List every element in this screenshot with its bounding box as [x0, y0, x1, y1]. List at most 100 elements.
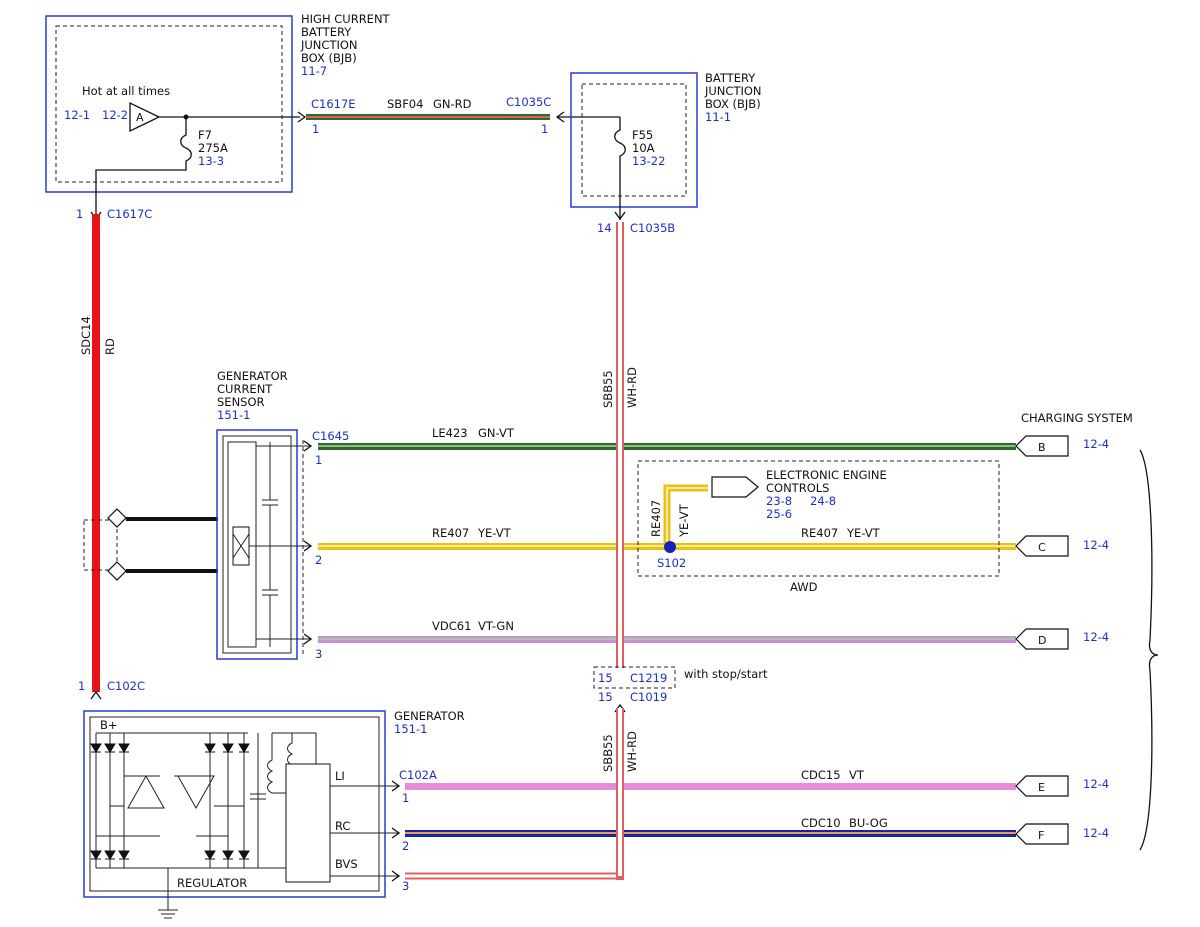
eec-ref-3[interactable]: 25-6 — [766, 507, 792, 521]
sbb55-circuit-lower: SBB55 — [601, 734, 615, 772]
s102-label[interactable]: S102 — [657, 556, 686, 570]
fuse-f7-icon — [95, 117, 192, 215]
fuse-f7-label: F7 — [198, 128, 212, 142]
c1035c-label[interactable]: C1035C — [506, 95, 551, 109]
c1617c-label[interactable]: C1617C — [107, 207, 152, 221]
gcs-label-3: SENSOR — [217, 395, 265, 409]
c1617e-pin: 1 — [312, 122, 319, 136]
connector-c[interactable]: C — [1015, 535, 1069, 557]
c102c-label[interactable]: C102C — [107, 679, 145, 693]
fuse-f7-ref[interactable]: 13-3 — [198, 154, 224, 168]
charging-system-label: CHARGING SYSTEM — [1021, 411, 1133, 425]
sbf04-color: GN-RD — [433, 97, 472, 111]
bjb-box[interactable] — [570, 72, 698, 208]
connector-f-letter: F — [1038, 829, 1044, 842]
c1617e-label[interactable]: C1617E — [311, 97, 356, 111]
gcs-box[interactable] — [216, 429, 310, 660]
hot-amplifier-icon — [129, 101, 161, 133]
generator-li: LI — [335, 769, 345, 783]
sbb55-color-lower: WH-RD — [625, 731, 639, 772]
hot-at-all-times-label: Hot at all times — [82, 84, 170, 98]
eec-connector-icon[interactable] — [711, 476, 759, 498]
wire-sbb55-bottom-cross-core — [618, 780, 622, 876]
sdc14-color: RD — [103, 338, 117, 355]
re407-circuit-right: RE407 — [801, 526, 838, 540]
c1035b-pin-icon — [614, 211, 626, 221]
c1645-label[interactable]: C1645 — [312, 429, 349, 443]
fuse-f55-ref[interactable]: 13-22 — [632, 154, 665, 168]
connector-b-ref[interactable]: 12-4 — [1083, 437, 1109, 451]
generator-bvs: BVS — [335, 857, 358, 871]
bjb-label-1: BATTERY — [705, 71, 756, 85]
wire-cdc15[interactable] — [405, 783, 1016, 790]
c1219-label[interactable]: C1219 — [630, 671, 667, 685]
bjb-label-2: JUNCTION — [704, 84, 762, 98]
c102a-pin2-icon — [391, 827, 401, 839]
c1617e-pin-icon — [297, 111, 307, 123]
amp-letter: A — [136, 111, 144, 124]
c1019-label[interactable]: C1019 — [630, 690, 667, 704]
connector-e[interactable]: E — [1015, 775, 1069, 797]
bjb-ref[interactable]: 11-1 — [705, 110, 731, 124]
bjb-high-pin-ref-1[interactable]: 12-1 — [64, 108, 90, 122]
generator-ref[interactable]: 151-1 — [394, 722, 427, 736]
eec-label-1: ELECTRONIC ENGINE — [766, 468, 887, 482]
sdc14-circuit: SDC14 — [79, 316, 93, 355]
generator-outputs — [330, 785, 398, 877]
bjb-high-label-3: JUNCTION — [300, 38, 358, 52]
re407-color-branch: YE-VT — [677, 503, 691, 538]
bjb-label-3: BOX (BJB) — [705, 97, 761, 111]
c102c-pin-icon — [90, 690, 102, 700]
fuse-f55-rating: 10A — [632, 141, 655, 155]
connector-c-letter: C — [1038, 541, 1046, 554]
generator-label: GENERATOR — [394, 709, 465, 723]
connector-d-ref[interactable]: 12-4 — [1083, 630, 1109, 644]
fuse-f55-icon — [614, 117, 626, 220]
eec-ref-1[interactable]: 23-8 — [766, 494, 792, 508]
c102a-pin-2: 2 — [402, 839, 409, 853]
fuse-f55-label: F55 — [632, 128, 653, 142]
c1645-pin-1: 1 — [315, 453, 322, 467]
cdc15-color: VT — [849, 768, 865, 782]
fuse-f7-rating: 275A — [198, 141, 228, 155]
wire-le423-stripe — [318, 445, 1016, 447]
generator-box[interactable] — [83, 710, 386, 898]
bjb-high-label-4: BOX (BJB) — [301, 51, 357, 65]
bjb-high-ref[interactable]: 11-7 — [301, 64, 327, 78]
le423-circuit: LE423 — [432, 426, 468, 440]
connector-d[interactable]: D — [1015, 628, 1069, 650]
c1219-pin: 15 — [598, 671, 613, 685]
regulator-block[interactable] — [285, 763, 331, 883]
stop-start-note: with stop/start — [684, 667, 768, 681]
bjb-high-pin-ref-2[interactable]: 12-2 — [102, 108, 128, 122]
bjb-high-label-2: BATTERY — [301, 25, 352, 39]
wire-re407-branch-stripe — [666, 487, 708, 546]
vdc61-color: VT-GN — [478, 619, 514, 633]
awd-label: AWD — [790, 580, 818, 594]
high-current-bjb[interactable] — [45, 15, 293, 193]
gcs-label-1: GENERATOR — [217, 369, 288, 383]
connector-e-ref[interactable]: 12-4 — [1083, 777, 1109, 791]
eec-ref-2[interactable]: 24-8 — [810, 494, 836, 508]
c102c-pin: 1 — [78, 679, 85, 693]
sensor-diamond-icon — [107, 508, 127, 528]
connector-e-letter: E — [1038, 781, 1045, 794]
c102a-pin1-icon — [391, 780, 401, 792]
wire-sdc14[interactable] — [92, 214, 100, 692]
c1035b-label[interactable]: C1035B — [630, 221, 675, 235]
connector-f[interactable]: F — [1015, 823, 1069, 845]
splice-s102-icon[interactable] — [664, 541, 676, 553]
connector-f-ref[interactable]: 12-4 — [1083, 826, 1109, 840]
wire-cdc10-stripe — [405, 832, 1016, 834]
c102a-pin-3: 3 — [402, 879, 409, 893]
gcs-ref[interactable]: 151-1 — [217, 408, 250, 422]
c102a-label[interactable]: C102A — [399, 768, 437, 782]
eec-label-2: CONTROLS — [766, 481, 829, 495]
sbb55-color-upper: WH-RD — [625, 367, 639, 408]
c1645-pin2-icon — [303, 540, 313, 552]
connector-c-ref[interactable]: 12-4 — [1083, 538, 1109, 552]
bjb-high-label-1: HIGH CURRENT — [301, 12, 391, 26]
wire-sbb55-cross-core — [618, 440, 622, 650]
connector-b[interactable]: B — [1015, 435, 1069, 457]
c1035b-pin: 14 — [597, 221, 612, 235]
